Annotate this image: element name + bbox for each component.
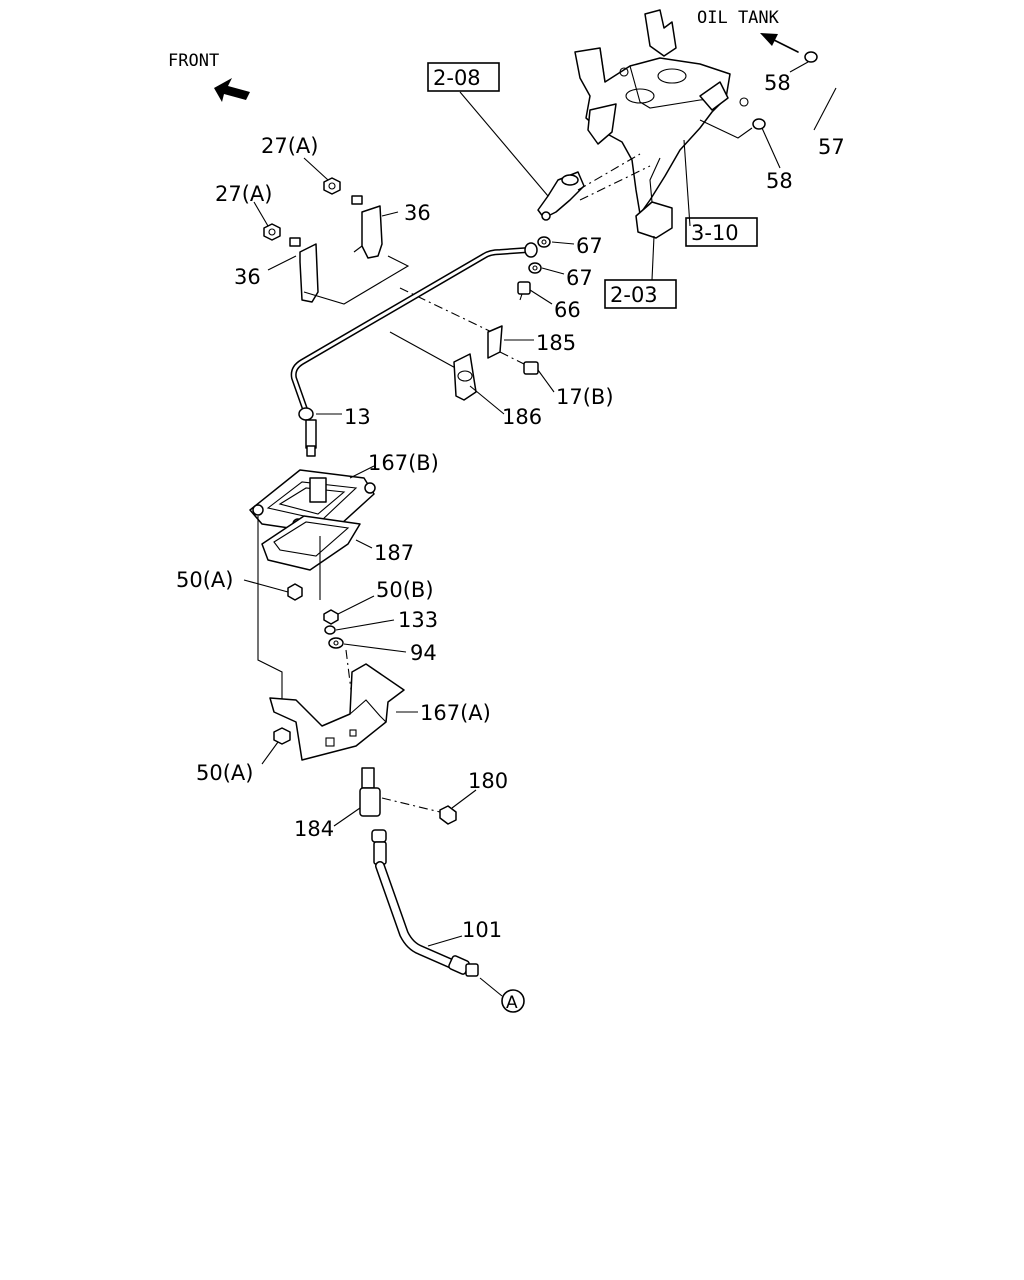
callout-58-bottom: 58: [766, 169, 793, 193]
nut-50a-bottom-icon: [273, 727, 291, 745]
front-arrow-icon: [214, 78, 250, 102]
clip-185: [487, 325, 503, 359]
connection-a-marker: A: [501, 989, 525, 1013]
callout-36-left: 36: [234, 265, 261, 289]
callout-101: 101: [462, 918, 502, 942]
callout-67-bottom: 67: [566, 266, 593, 290]
cover-plate-167b: [249, 469, 376, 535]
callout-184: 184: [294, 817, 334, 841]
callout-17b: 17(B): [556, 385, 614, 409]
callout-13: 13: [344, 405, 371, 429]
ref-box-2-03: 2-03: [604, 279, 677, 309]
callout-186: 186: [502, 405, 542, 429]
washer-67-top-icon: [537, 236, 551, 248]
washer-133-icon: [324, 625, 336, 635]
callout-180: 180: [468, 769, 508, 793]
clutch-pipe-13: [290, 242, 538, 421]
clamp-top: [804, 51, 818, 63]
bolt-66-icon: [517, 281, 531, 301]
bracket-36-left: [299, 243, 319, 303]
callout-133: 133: [398, 608, 438, 632]
master-cylinder: [537, 153, 651, 221]
callout-66: 66: [554, 298, 581, 322]
bolt-36-right-icon: [351, 195, 363, 205]
leader-lines: [243, 61, 837, 997]
nut-27a-left-icon: [263, 223, 281, 241]
bolt-17b-icon: [499, 351, 539, 375]
svg-text:2-08: 2-08: [433, 66, 481, 90]
union-184: [359, 767, 441, 817]
callout-36-right: 36: [404, 201, 431, 225]
clamp-bottom: [752, 118, 766, 130]
gasket-187: [261, 515, 361, 571]
ref-box-3-10: 3-10: [685, 217, 758, 247]
oil-tank-arrow-icon: [760, 33, 799, 53]
oil-tank-hose: [752, 51, 852, 130]
callout-50a-top: 50(A): [176, 568, 233, 592]
callout-94: 94: [410, 641, 437, 665]
callout-50a-bottom: 50(A): [196, 761, 253, 785]
bracket-167a: [269, 663, 405, 761]
nut-50b-icon: [323, 609, 339, 625]
callout-27a-left: 27(A): [215, 182, 272, 206]
svg-text:2-03: 2-03: [610, 283, 658, 307]
callout-187: 187: [374, 541, 414, 565]
connection-a-label: A: [506, 993, 518, 1013]
pipe-13-lower: [305, 419, 317, 457]
svg-text:3-10: 3-10: [691, 221, 739, 245]
oil-tank-label: OIL TANK: [697, 8, 780, 28]
callout-57: 57: [818, 135, 845, 159]
pedal-bracket-assembly: [574, 9, 753, 239]
washer-67-bottom-icon: [528, 262, 542, 274]
clip-186: [453, 353, 477, 401]
callout-50b: 50(B): [376, 578, 434, 602]
nut-50a-top-icon: [287, 583, 303, 601]
washer-94-icon: [328, 637, 344, 649]
hose-101: [371, 829, 479, 977]
callout-27a-top: 27(A): [261, 134, 318, 158]
callout-185: 185: [536, 331, 576, 355]
bleeder-180-icon: [439, 805, 457, 825]
callout-58-top: 58: [764, 71, 791, 95]
front-label: FRONT: [168, 51, 219, 71]
callout-167a: 167(A): [420, 701, 491, 725]
callout-67-top: 67: [576, 234, 603, 258]
callout-167b: 167(B): [368, 451, 439, 475]
bracket-36-right: [353, 205, 383, 259]
ref-box-2-08: 2-08: [427, 62, 500, 92]
nut-27a-top-icon: [323, 177, 341, 195]
bolt-36-left-icon: [289, 237, 301, 247]
